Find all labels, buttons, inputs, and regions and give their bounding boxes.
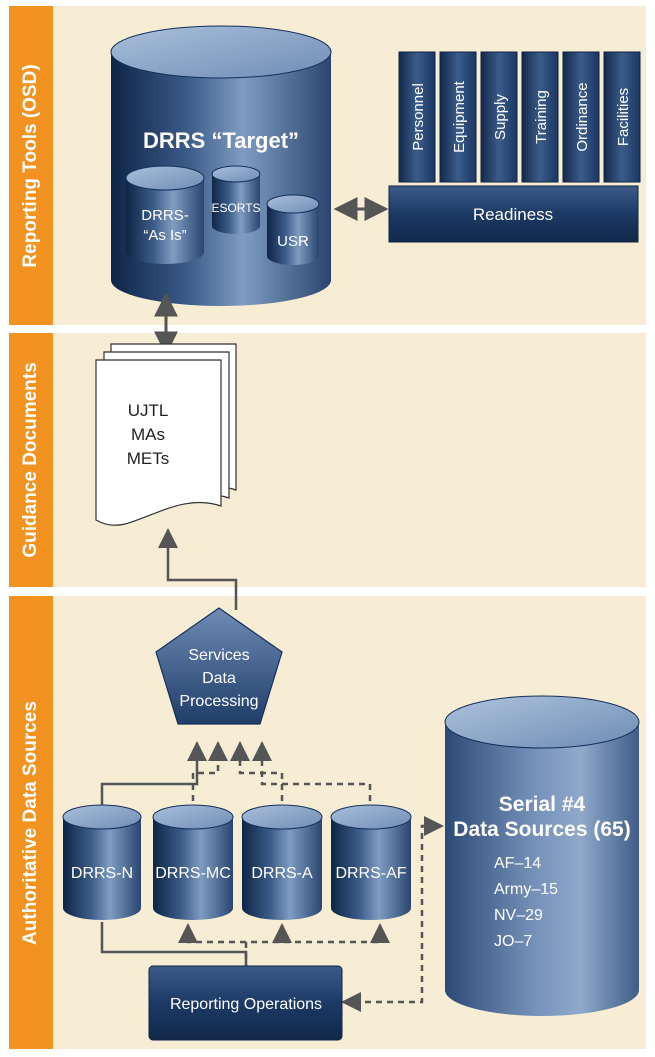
serial-title-line1: Serial #4 — [499, 793, 586, 816]
reporting-operations-box — [148, 965, 343, 1041]
esorts-database — [211, 165, 261, 234]
pillar-label-ordinance: Ordinance — [574, 82, 591, 151]
pillar-label-facilities: Facilities — [615, 88, 632, 146]
serial-title-line2: Data Sources (65) — [453, 818, 630, 841]
operations-dashed-bus — [186, 928, 382, 944]
readiness-label: Readiness — [473, 205, 553, 224]
serial-4-data-sources-database — [444, 695, 640, 1016]
services-line-2: Data — [202, 670, 236, 687]
drrs-mc-database — [152, 804, 234, 920]
operations-serial-arrow — [341, 816, 444, 1012]
pillar-label-personnel: Personnel — [410, 83, 427, 151]
band-label-guidance-documents: Guidance Documents — [9, 333, 53, 587]
readiness-pillars — [398, 51, 641, 183]
pillar-equipment — [439, 51, 477, 183]
drrs-n-to-processing-arrow — [100, 741, 207, 818]
drrs-af-label: DRRS-AF — [335, 865, 406, 882]
pillar-label-equipment: Equipment — [451, 80, 468, 153]
drrs-as-is-label-line1: DRRS- — [141, 207, 189, 224]
drrs-mc-label: DRRS-MC — [155, 865, 231, 882]
pillar-facilities — [603, 51, 641, 183]
drrs-n-label: DRRS-N — [71, 865, 133, 882]
drrs-af-to-processing-arrow — [252, 741, 372, 812]
drrs-target-title: DRRS “Target” — [143, 128, 299, 153]
drrs-as-is-label-line2: “As Is” — [143, 227, 186, 244]
serial-item-jo: JO–7 — [494, 933, 532, 950]
pillar-label-supply: Supply — [492, 94, 509, 140]
serial-item-nv: NV–29 — [494, 907, 543, 924]
band-label-authoritative-data-sources: Authoritative Data Sources — [9, 596, 53, 1049]
services-data-processing-node — [155, 607, 283, 725]
usr-database — [266, 194, 320, 265]
drrs-af-database — [330, 804, 412, 920]
band-label-reporting-tools: Reporting Tools (OSD) — [9, 6, 53, 325]
guidance-line-mets: METs — [127, 449, 170, 468]
pillar-label-training: Training — [533, 90, 550, 144]
serial-item-af: AF–14 — [494, 855, 541, 872]
serial-item-army: Army–15 — [494, 881, 558, 898]
pillar-personnel — [398, 51, 436, 183]
pillar-supply — [480, 51, 518, 183]
guidance-line-mas: MAs — [131, 425, 165, 444]
processing-to-guidance-arrow — [158, 528, 238, 610]
drrs-n-database — [62, 804, 142, 920]
esorts-label: ESORTS — [211, 201, 260, 215]
services-line-3: Processing — [179, 693, 258, 710]
readiness-base — [388, 185, 639, 243]
pillar-training — [521, 51, 559, 183]
reporting-operations-label: Reporting Operations — [170, 996, 322, 1013]
drrs-a-database — [241, 804, 323, 920]
drrs-n-to-operations-line — [100, 922, 248, 966]
drrs-as-is-database — [125, 165, 205, 264]
guidance-document-stack — [95, 343, 237, 526]
pillar-ordinance — [562, 51, 600, 183]
guidance-line-ujtl: UJTL — [128, 401, 169, 420]
usr-label: USR — [277, 233, 309, 250]
drrs-a-label: DRRS-A — [251, 865, 313, 882]
drrs-mc-to-processing-arrow — [191, 741, 228, 812]
services-line-1: Services — [188, 647, 249, 664]
